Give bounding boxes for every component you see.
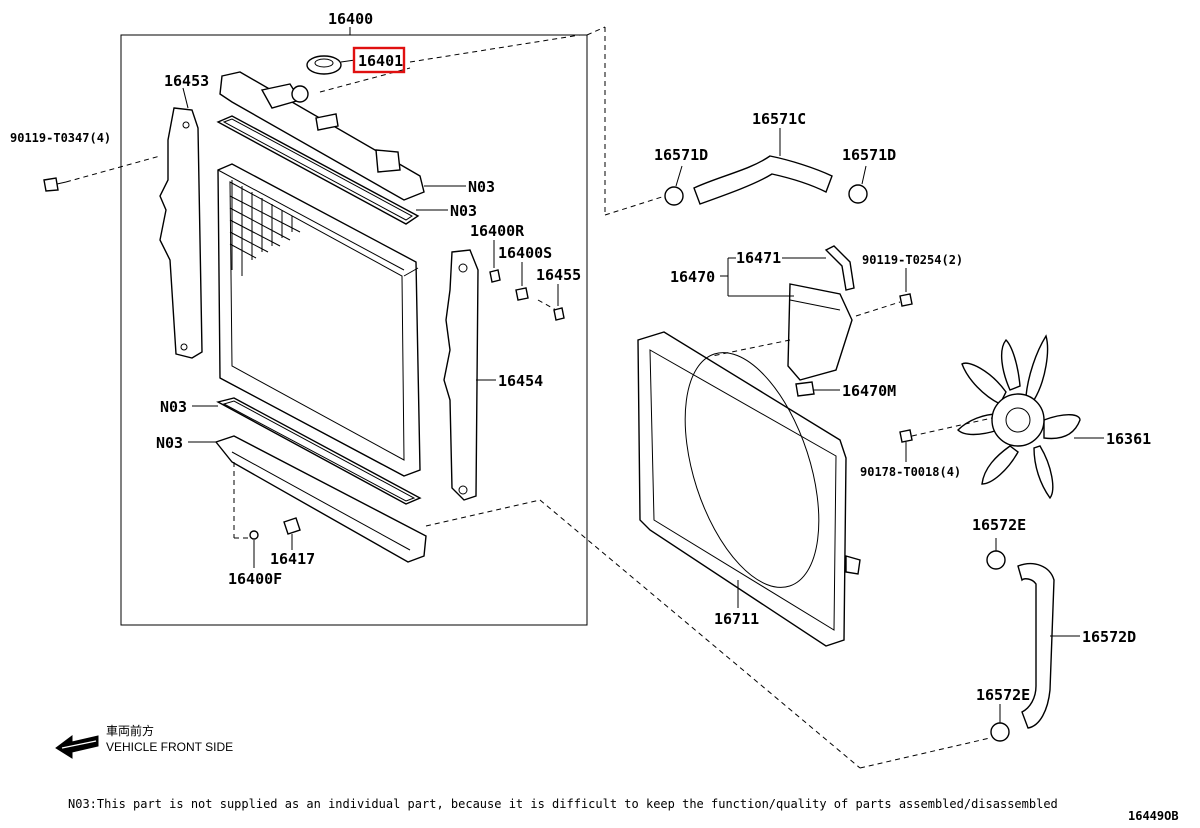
hose-clamp-16572e-top[interactable] <box>986 538 1006 570</box>
label-16400: 16400 <box>328 10 373 28</box>
radiator-assembly-box <box>120 26 666 626</box>
grommet-16470m[interactable] <box>795 381 840 397</box>
upper-gasket[interactable] <box>216 115 448 225</box>
vehicle-front-english: VEHICLE FRONT SIDE <box>106 740 233 754</box>
label-n03-upper-tank[interactable]: N03 <box>468 178 495 196</box>
nut-90178-t0018[interactable] <box>899 417 993 462</box>
radiator-cap-16401[interactable] <box>306 34 581 93</box>
drain-cock-16400f[interactable] <box>249 530 259 568</box>
label-90119-t0347[interactable]: 90119-T0347(4) <box>10 131 111 145</box>
bolt-90119-t0254[interactable] <box>855 268 913 317</box>
label-16571d-left[interactable]: 16571D <box>654 146 708 164</box>
label-90119-t0254[interactable]: 90119-T0254(2) <box>862 253 963 267</box>
label-n03-lower-tank[interactable]: N03 <box>156 434 183 452</box>
label-16572e-top[interactable]: 16572E <box>972 516 1026 534</box>
radiator-hose-16572d[interactable] <box>1017 562 1080 729</box>
label-16455[interactable]: 16455 <box>536 266 581 284</box>
diagram-code: 16449OB <box>1128 809 1179 823</box>
label-16400s[interactable]: 16400S <box>498 244 552 262</box>
label-16470m[interactable]: 16470M <box>842 382 896 400</box>
lower-tank[interactable] <box>188 435 861 769</box>
label-16400r[interactable]: 16400R <box>470 222 525 240</box>
radiator-core[interactable] <box>217 163 421 477</box>
label-n03-upper-gasket[interactable]: N03 <box>450 202 477 220</box>
bolt-90119-t0347[interactable] <box>43 155 161 192</box>
label-16572d[interactable]: 16572D <box>1082 628 1136 646</box>
label-16401[interactable]: 16401 <box>358 52 403 70</box>
label-16571d-right[interactable]: 16571D <box>842 146 896 164</box>
left-arrow-icon <box>55 735 99 759</box>
label-16711[interactable]: 16711 <box>714 610 759 628</box>
vehicle-front-japanese: 車両前方 <box>106 723 154 738</box>
cooling-fan-16361[interactable] <box>957 334 1104 500</box>
label-16361[interactable]: 16361 <box>1106 430 1151 448</box>
hose-clamp-16572e-bottom[interactable] <box>859 704 1010 769</box>
fan-shroud-16711[interactable] <box>637 331 861 647</box>
drain-plug-16400r[interactable] <box>489 240 501 283</box>
footnote-n03: N03:This part is not supplied as an indi… <box>68 797 1058 811</box>
label-16572e-bottom[interactable]: 16572E <box>976 686 1030 704</box>
reservoir-hose-16471[interactable] <box>782 245 855 291</box>
nut-16400s[interactable] <box>515 262 529 301</box>
hose-clamp-16571d-right[interactable] <box>848 165 868 204</box>
side-bracket-16453[interactable] <box>159 87 203 359</box>
label-16400f[interactable]: 16400F <box>228 570 282 588</box>
hose-clamp-16571d-left[interactable] <box>664 165 684 206</box>
drain-cock-plug-16417[interactable] <box>283 517 301 550</box>
reservoir-tank-16470[interactable] <box>711 257 853 381</box>
lower-gasket[interactable] <box>192 397 422 505</box>
highlight-box-16401 <box>352 46 406 74</box>
label-16453[interactable]: 16453 <box>164 72 209 90</box>
upper-tank[interactable] <box>219 71 466 201</box>
side-bracket-16454[interactable] <box>443 249 496 501</box>
radiator-hose-16571c[interactable] <box>693 128 833 205</box>
label-16471[interactable]: 16471 <box>736 249 781 267</box>
label-n03-lower-gasket[interactable]: N03 <box>160 398 187 416</box>
bolt-16455[interactable] <box>537 284 565 321</box>
label-16571c[interactable]: 16571C <box>752 110 806 128</box>
label-16454[interactable]: 16454 <box>498 372 543 390</box>
label-16417[interactable]: 16417 <box>270 550 315 568</box>
label-16470[interactable]: 16470 <box>670 268 715 286</box>
label-90178-t0018[interactable]: 90178-T0018(4) <box>860 465 961 479</box>
